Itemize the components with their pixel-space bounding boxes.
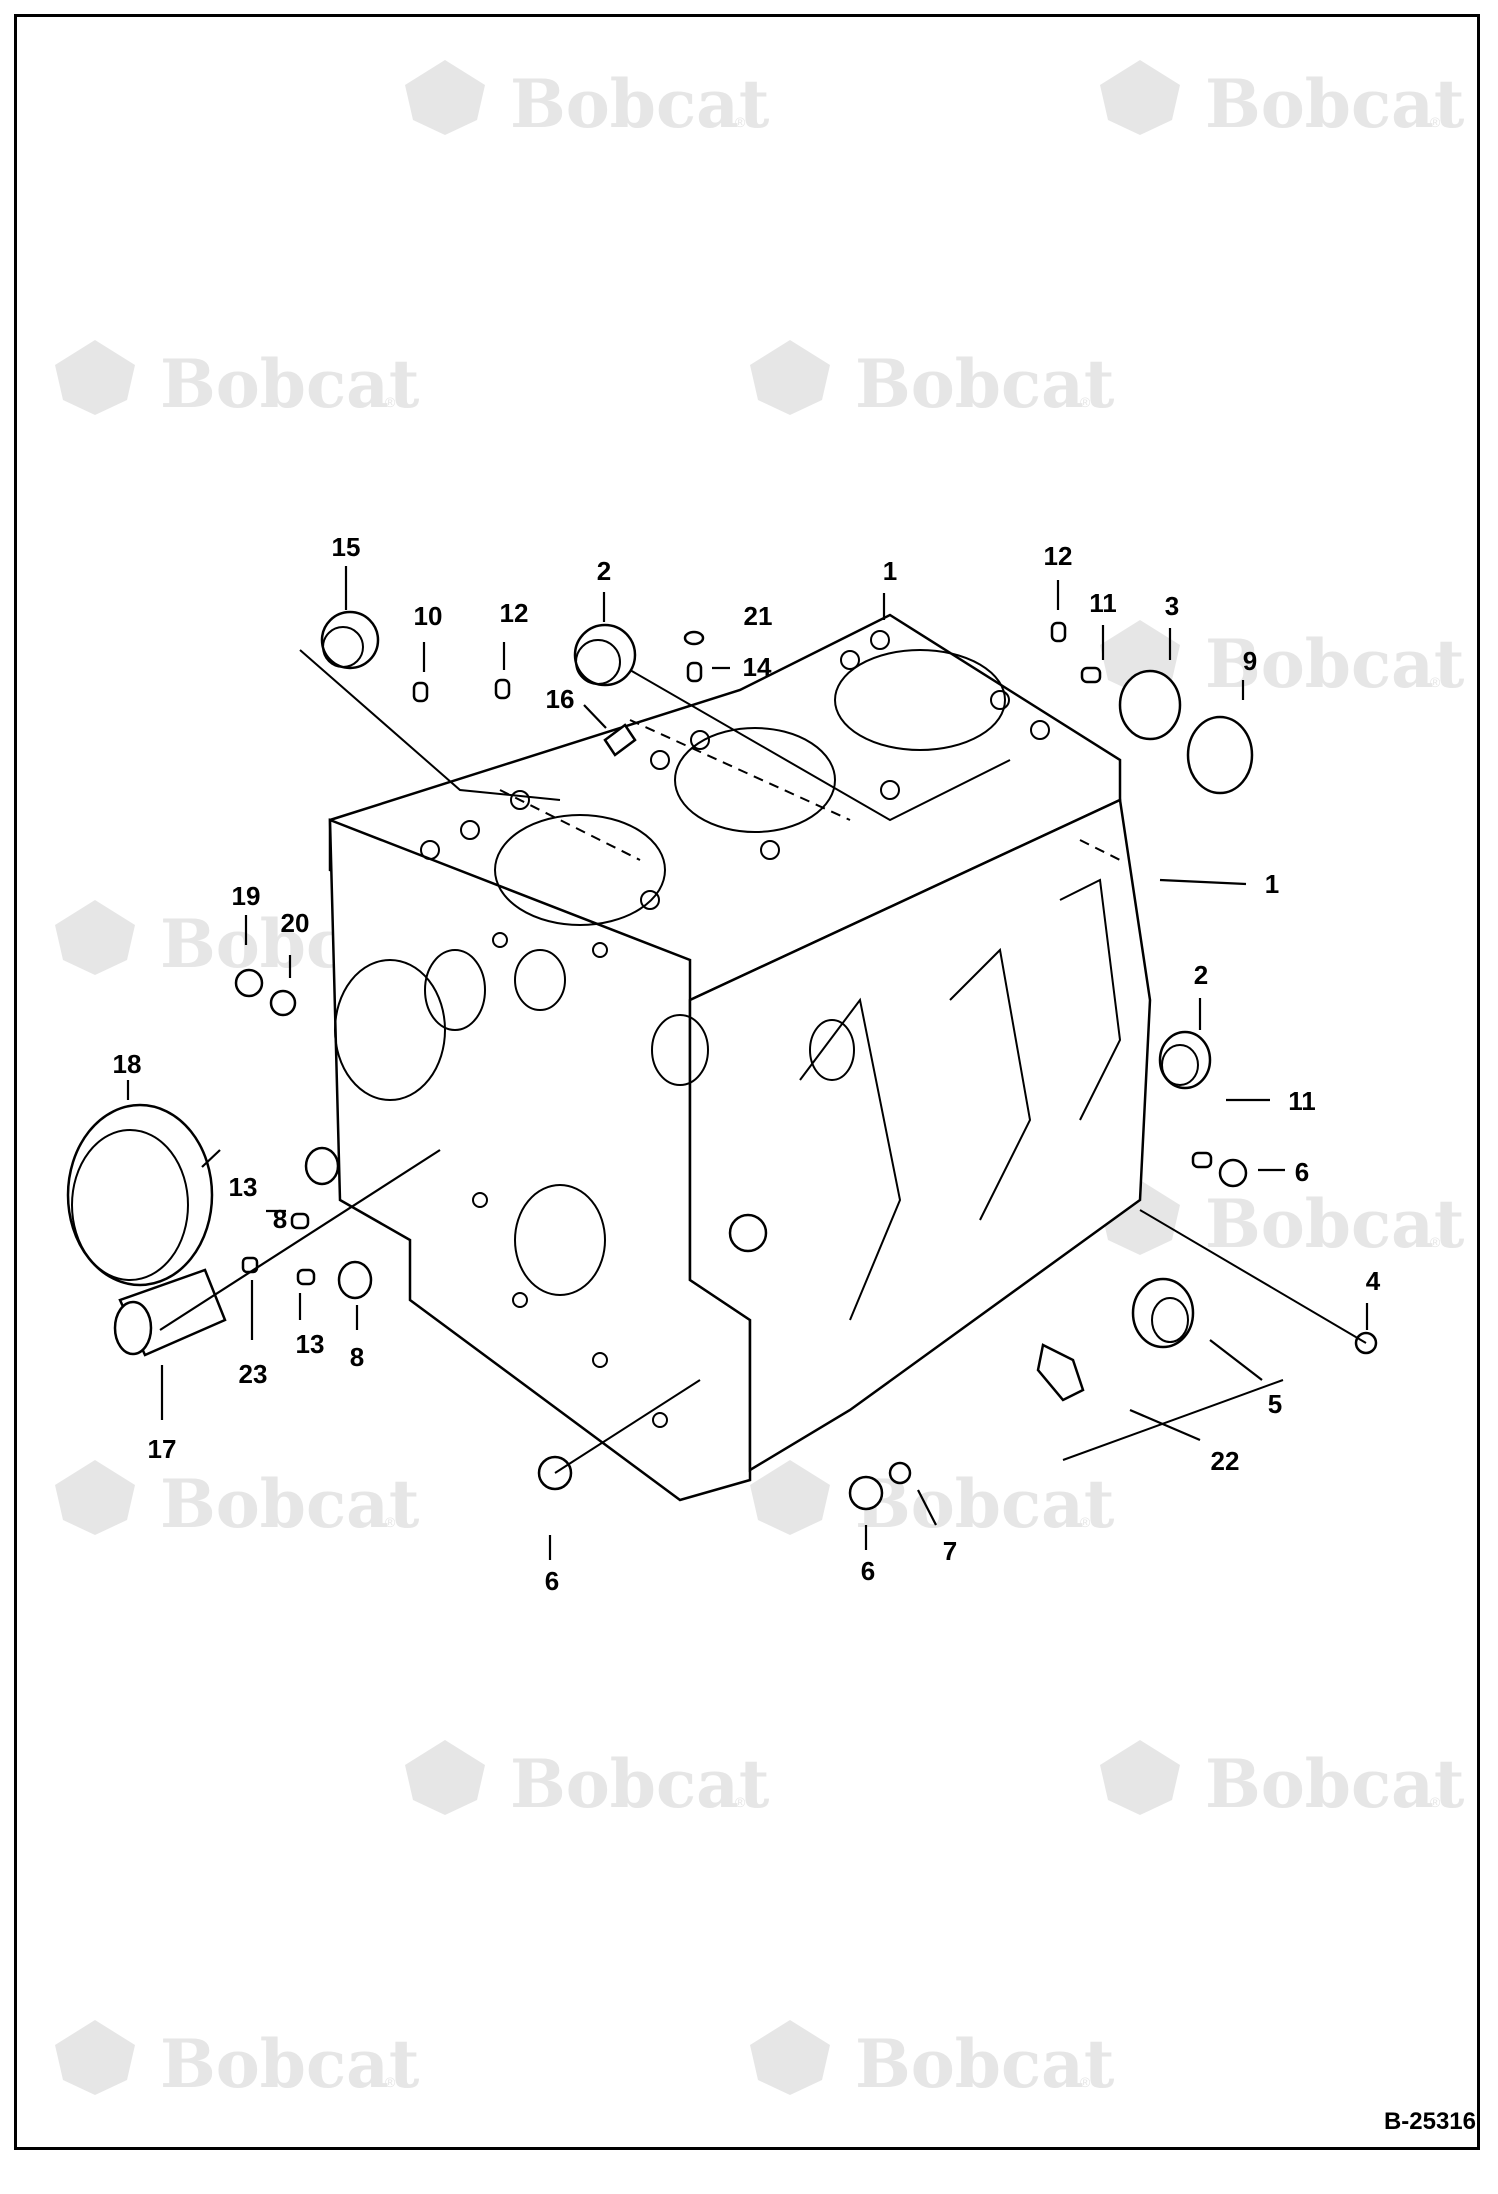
- callout-5: 5: [1268, 1389, 1282, 1419]
- callout-1-right: 1: [1265, 869, 1279, 899]
- bobcat-watermark-text: Bobcat: [1205, 65, 1465, 143]
- callout-2-right: 2: [1194, 960, 1208, 990]
- bobcat-watermark: Bobcat®: [1100, 1180, 1465, 1263]
- callout-10: 10: [414, 601, 443, 631]
- registered-mark: ®: [1430, 674, 1441, 690]
- bobcat-watermark: Bobcat®: [750, 1460, 1115, 1543]
- parts: [66, 610, 1378, 1511]
- callout-20: 20: [281, 908, 310, 938]
- registered-mark: ®: [385, 2074, 396, 2090]
- callout-14: 14: [743, 652, 772, 682]
- bobcat-logo-icon: [55, 1460, 135, 1535]
- bobcat-watermark: Bobcat®: [750, 2020, 1115, 2103]
- callout-13-upper: 13: [229, 1172, 258, 1202]
- bobcat-watermark: Bobcat®: [750, 340, 1115, 423]
- callout-labels: 15 10 12 2 21 14 16 1 12 11 3 9 1 19 20 …: [113, 532, 1381, 1596]
- registered-mark: ®: [735, 114, 746, 130]
- callout-17: 17: [148, 1434, 177, 1464]
- bobcat-watermark-text: Bobcat: [1205, 625, 1465, 703]
- callout-16: 16: [546, 684, 575, 714]
- cylinder-block: [328, 613, 1152, 1502]
- callout-8-upper: 8: [273, 1204, 287, 1234]
- drawing-frame: [14, 14, 1480, 2150]
- registered-mark: ®: [1430, 1234, 1441, 1250]
- callout-18: 18: [113, 1049, 142, 1079]
- bobcat-watermark-text: Bobcat: [855, 2025, 1115, 2103]
- registered-mark: ®: [735, 1794, 746, 1810]
- callout-22: 22: [1211, 1446, 1240, 1476]
- registered-mark: ®: [1080, 2074, 1091, 2090]
- bobcat-watermark: Bobcat®: [1100, 60, 1465, 143]
- registered-mark: ®: [385, 1514, 396, 1530]
- registered-mark: ®: [1080, 394, 1091, 410]
- callout-19: 19: [232, 881, 261, 911]
- bobcat-logo-icon: [1100, 1740, 1180, 1815]
- bobcat-watermark-text: Bobcat: [160, 345, 420, 423]
- callout-12-left: 12: [500, 598, 529, 628]
- callout-4: 4: [1366, 1266, 1381, 1296]
- leader-lines: [126, 566, 1369, 1560]
- callout-11-right: 11: [1288, 1086, 1316, 1116]
- registered-mark: ®: [1430, 114, 1441, 130]
- registered-mark: ®: [385, 394, 396, 410]
- callout-8-lower: 8: [350, 1342, 364, 1372]
- bobcat-logo-icon: [750, 340, 830, 415]
- bobcat-watermark-text: Bobcat: [510, 1745, 770, 1823]
- bobcat-logo-icon: [405, 60, 485, 135]
- bobcat-logo-icon: [55, 340, 135, 415]
- bobcat-watermark: Bobcat®: [55, 1460, 420, 1543]
- callout-12-right: 12: [1044, 541, 1073, 571]
- bobcat-logo-icon: [405, 1740, 485, 1815]
- callout-7: 7: [943, 1536, 957, 1566]
- bobcat-watermark-text: Bobcat: [160, 2025, 420, 2103]
- bobcat-watermark-text: Bobcat: [160, 1465, 420, 1543]
- bobcat-watermark-text: Bobcat: [510, 65, 770, 143]
- bobcat-logo-icon: [55, 900, 135, 975]
- bobcat-logo-icon: [750, 1460, 830, 1535]
- figure-reference-number: B-25316: [1383, 2108, 1476, 2135]
- bobcat-watermark-text: Bobcat: [1205, 1745, 1465, 1823]
- callout-11-top: 11: [1089, 588, 1117, 618]
- bobcat-watermark: Bobcat®: [405, 60, 770, 143]
- callout-3: 3: [1165, 591, 1179, 621]
- registered-mark: ®: [1430, 1794, 1441, 1810]
- bobcat-watermark: Bobcat®: [55, 340, 420, 423]
- bobcat-watermark: Bobcat®: [405, 1740, 770, 1823]
- callout-23: 23: [239, 1359, 268, 1389]
- bobcat-watermark: Bobcat®: [55, 2020, 420, 2103]
- bobcat-watermark-text: Bobcat: [855, 345, 1115, 423]
- callout-15: 15: [332, 532, 361, 562]
- callout-13-lower: 13: [296, 1329, 325, 1359]
- callout-9: 9: [1243, 646, 1257, 676]
- callout-6-right: 6: [1295, 1157, 1309, 1187]
- callout-6-bottom-left: 6: [545, 1566, 559, 1596]
- bobcat-watermark: Bobcat®: [1100, 1740, 1465, 1823]
- registered-mark: ®: [1080, 1514, 1091, 1530]
- callout-2-top: 2: [597, 556, 611, 586]
- bobcat-logo-icon: [1100, 60, 1180, 135]
- callout-1-top: 1: [883, 556, 897, 586]
- callout-6-bottom-center: 6: [861, 1556, 875, 1586]
- bobcat-watermark-text: Bobcat: [1205, 1185, 1465, 1263]
- bobcat-logo-icon: [750, 2020, 830, 2095]
- bobcat-logo-icon: [55, 2020, 135, 2095]
- callout-21: 21: [744, 601, 773, 631]
